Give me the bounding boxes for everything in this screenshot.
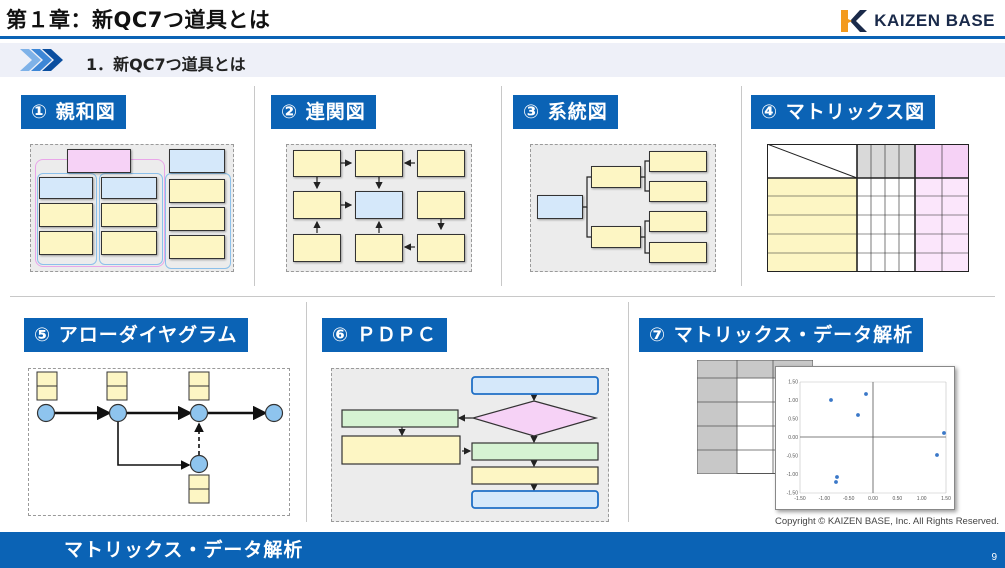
x-tick-label: 1.50 — [941, 496, 951, 502]
arrow-diagram — [28, 368, 290, 516]
affinity-card — [169, 179, 225, 203]
x-tick-label: -1.50 — [794, 496, 806, 502]
tree-leaf — [649, 151, 707, 172]
affinity-card — [101, 203, 157, 227]
affinity-card — [39, 203, 93, 227]
x-tick-label: -0.50 — [843, 496, 855, 502]
tree-leaf — [649, 181, 707, 202]
tool-label-matrix: ④ マトリックス図 — [751, 95, 936, 129]
relations-node — [293, 234, 341, 262]
divider — [501, 86, 502, 286]
affinity-card — [39, 231, 93, 255]
y-tick-label: -0.50 — [787, 454, 799, 460]
y-tick-label: 0.00 — [788, 435, 798, 441]
divider — [306, 302, 307, 522]
page-number: 9 — [991, 552, 997, 563]
data-table-sheet — [697, 360, 813, 474]
relations-arrows — [313, 159, 445, 251]
affinity-card — [101, 177, 157, 199]
affinity-card — [101, 231, 157, 255]
divider — [254, 86, 255, 286]
scatter-plot-sheet: 1.50 1.00 0.50 0.00 -0.50 -1.00 -1.50 -1.50 -1.… — [775, 366, 955, 510]
affinity-diagram — [30, 144, 234, 272]
x-tick-label: 0.00 — [868, 496, 878, 502]
affinity-group — [165, 173, 231, 269]
tool-label-pdpc: ⑥ ＰＤＰＣ — [322, 318, 447, 352]
affinity-group — [37, 173, 97, 265]
tree-root-node — [537, 195, 583, 219]
arrow-diagram-graph — [36, 371, 284, 504]
affinity-card — [67, 149, 131, 173]
relations-diagram — [286, 144, 472, 272]
section-title: 1．新QC7つ道具とは — [86, 55, 246, 74]
tree-node — [591, 166, 641, 188]
relations-node — [293, 150, 341, 177]
affinity-card — [169, 149, 225, 173]
tool-label-matrix-data-analysis: ⑦ マトリックス・データ解析 — [639, 318, 924, 352]
x-tick-label: 0.50 — [892, 496, 902, 502]
matrix-diagram — [767, 144, 969, 272]
relations-node — [355, 150, 403, 177]
affinity-card — [169, 207, 225, 231]
footer-bar — [0, 532, 1005, 568]
y-tick-label: 0.50 — [788, 417, 798, 423]
divider — [628, 302, 629, 522]
tool-label-arrow-diagram: ⑤ アローダイヤグラム — [24, 318, 248, 352]
x-tick-label: -1.00 — [819, 496, 831, 502]
affinity-card — [169, 235, 225, 259]
affinity-group — [99, 173, 163, 265]
divider — [741, 86, 742, 286]
copyright-text: Copyright © KAIZEN BASE, Inc. All Rights… — [774, 516, 999, 527]
relations-node — [355, 234, 403, 262]
tree-diagram — [530, 144, 716, 272]
tree-leaf — [649, 211, 707, 232]
header-divider — [0, 36, 1005, 39]
y-tick-label: -1.50 — [787, 491, 799, 497]
relations-node — [417, 191, 465, 219]
scatter-plot: 1.50 1.00 0.50 0.00 -0.50 -1.00 -1.50 -1.50 -1.… — [787, 380, 951, 503]
kaizen-logo-icon — [841, 10, 868, 32]
footer-title: マトリックス・データ解析 — [64, 539, 304, 561]
company-logo: KAIZEN BASE — [838, 8, 995, 34]
relations-node — [417, 150, 465, 177]
divider — [10, 296, 995, 297]
x-tick-label: 1.00 — [917, 496, 927, 502]
affinity-card — [39, 177, 93, 199]
y-tick-label: -1.00 — [787, 472, 799, 478]
tree-connectors — [583, 160, 649, 254]
relations-node — [293, 191, 341, 219]
tool-label-affinity: ① 親和図 — [21, 95, 126, 129]
tool-label-relations: ② 連関図 — [271, 95, 376, 129]
section-bar — [0, 43, 1005, 77]
tree-leaf — [649, 242, 707, 263]
logo-text: KAIZEN BASE — [874, 11, 995, 30]
pdpc-flow — [341, 376, 599, 509]
tree-node — [591, 226, 641, 248]
chevron-arrows-icon — [20, 49, 63, 71]
y-tick-label: 1.50 — [788, 380, 798, 386]
relations-node — [417, 234, 465, 262]
relations-node — [355, 191, 403, 219]
chapter-title: 第１章：新QC7つ道具とは — [6, 8, 271, 32]
y-tick-label: 1.00 — [788, 398, 798, 404]
pdpc-diagram — [331, 368, 609, 522]
tool-label-tree: ③ 系統図 — [513, 95, 618, 129]
